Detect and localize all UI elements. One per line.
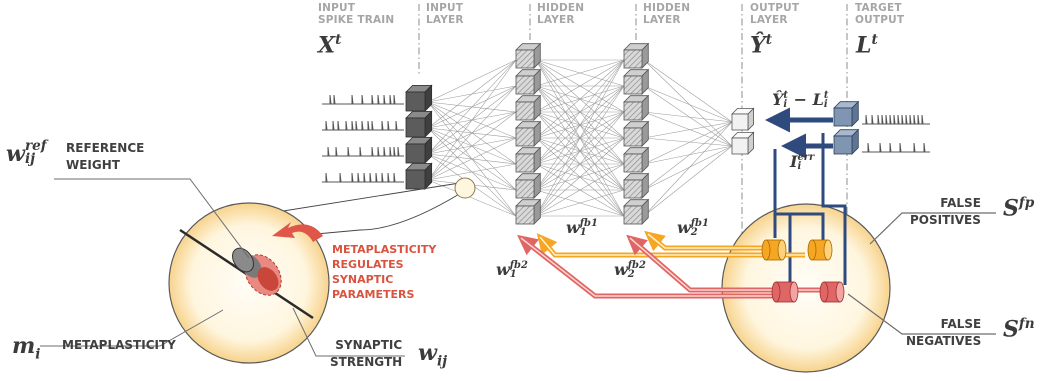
input-layer-neurons [405, 84, 433, 190]
cylinder-neuron [761, 239, 787, 261]
spike-train-icon [322, 94, 930, 183]
symbol-target: Lt [856, 32, 878, 59]
neuron-cube-icon [515, 42, 542, 69]
label-metaplasticity: METAPLASTICITY [62, 338, 176, 352]
symbol-synaptic-strength: wij [418, 340, 448, 370]
neuron-cube-icon [623, 68, 650, 95]
neuron-cube-icon [405, 162, 433, 190]
fp-feedback-path [536, 230, 805, 258]
synapse-zoom [40, 177, 476, 364]
neuron-cube-icon [833, 128, 860, 155]
neuron-cube-icon [623, 42, 650, 69]
neuron-cube-icon [731, 131, 755, 155]
cylinder-neuron [819, 281, 845, 303]
neuron-cube-icon [515, 94, 542, 121]
neuron-cube-icon [405, 110, 433, 138]
error-arrows [765, 107, 833, 159]
neuron-cube-icon [623, 120, 650, 147]
neuron-cube-icon [515, 146, 542, 173]
cylinder-neuron [807, 239, 833, 261]
error-connectors [773, 133, 847, 285]
neuron-cube-icon [623, 172, 650, 199]
output-layer-neurons [731, 107, 755, 155]
symbol-output: Ŷt [750, 32, 773, 59]
neuron-cube-icon [405, 84, 433, 112]
cylinder-neuron [771, 281, 799, 303]
network-connections [427, 59, 733, 217]
neuron-cube-icon [515, 68, 542, 95]
metaplasticity-arrow-icon [272, 222, 323, 242]
neuron-cube-icon [833, 100, 860, 127]
symbol-metaplasticity: mi [12, 333, 41, 363]
symbol-false-positives: Sfp [1003, 195, 1035, 222]
neuron-cube-icon [515, 172, 542, 199]
neuron-cube-icon [623, 94, 650, 121]
neuron-cube-icon [731, 107, 755, 131]
neuron-cube-icon [623, 146, 650, 173]
neuron-cube-icon [623, 198, 650, 225]
neuron-cube-icon [405, 136, 433, 164]
error-neuron-cylinders [761, 239, 845, 303]
hidden-layer-1-neurons [515, 42, 542, 225]
neuron-cube-icon [515, 198, 542, 225]
leader-lines [847, 212, 996, 335]
symbol-input: Xt [318, 32, 342, 59]
target-output-neurons [833, 100, 860, 155]
neuron-cube-icon [515, 120, 542, 147]
hidden-layer-2-neurons [623, 42, 650, 225]
symbol-false-negatives: Sfn [1003, 316, 1035, 343]
synapse-icon [232, 247, 282, 296]
